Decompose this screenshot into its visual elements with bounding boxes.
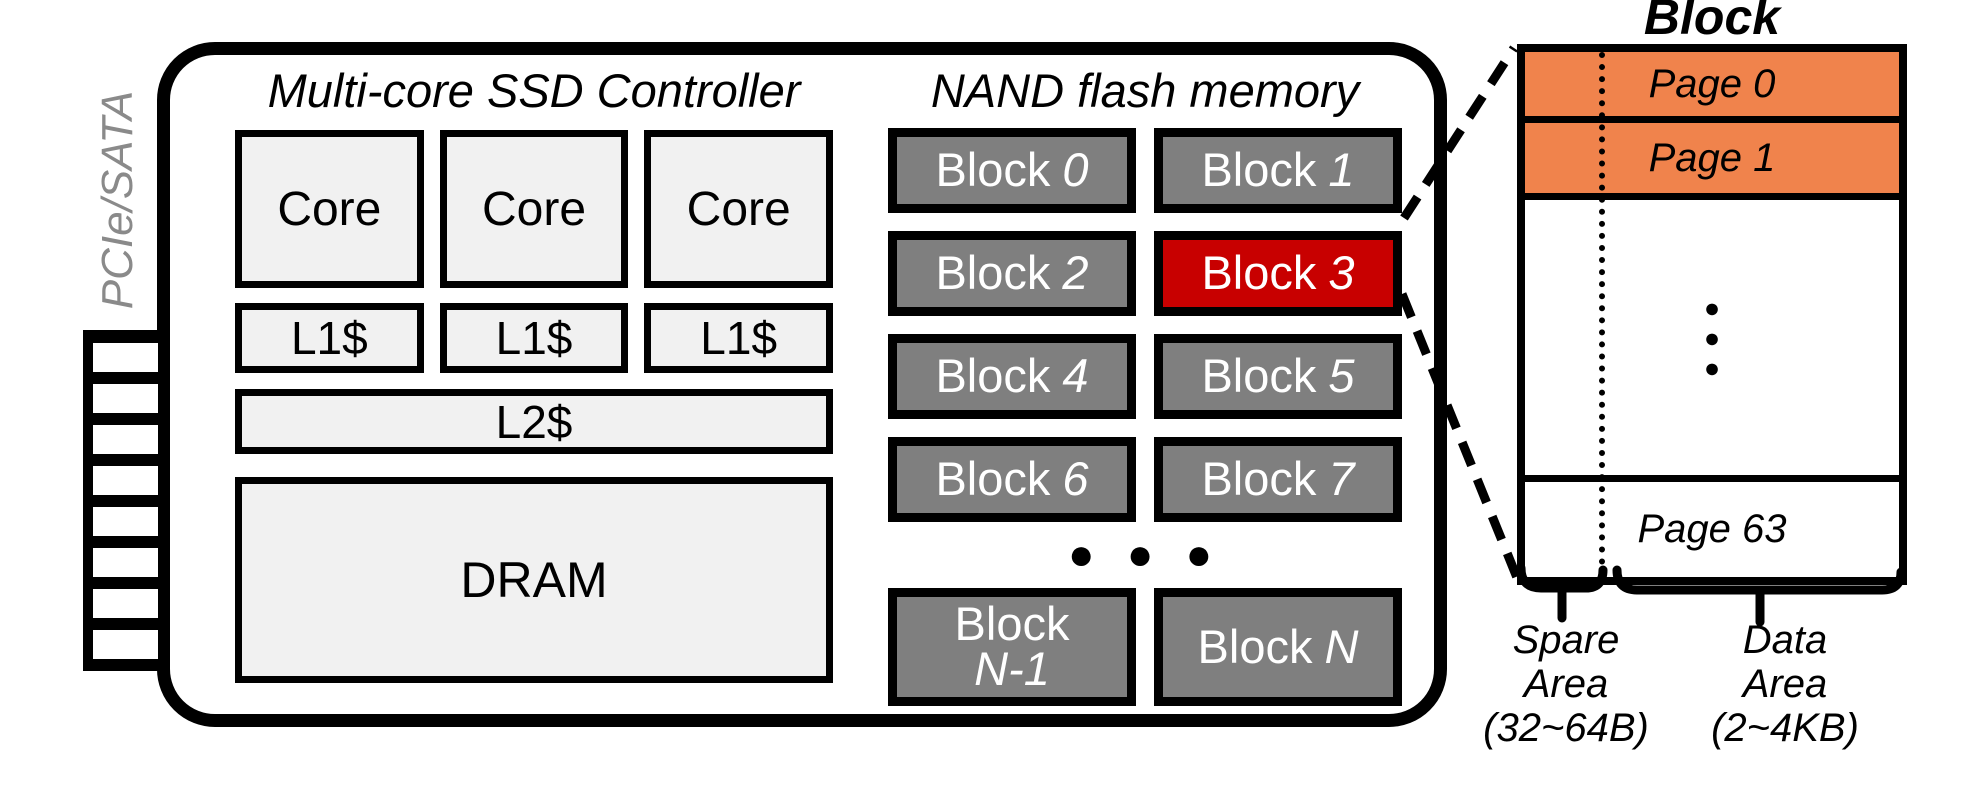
connector-pin [93, 548, 158, 577]
spare-area-label: Spare Area (32~64B) [1483, 618, 1649, 750]
block-detail-box: Page 0 Page 1 ● ● ● Page 63 [1517, 44, 1907, 585]
data-area-label: Data Area (2~4KB) [1711, 618, 1859, 750]
dram-box: DRAM [235, 477, 833, 683]
l2-cache-box: L2$ [235, 389, 833, 454]
connector-pin [93, 507, 158, 536]
connector-pin [93, 630, 158, 659]
connector-pin [93, 384, 158, 413]
core-box: Core [235, 130, 424, 288]
controller-title: Multi-core SSD Controller [267, 64, 801, 117]
pcie-sata-connector [83, 330, 170, 671]
connector-pin [93, 589, 158, 618]
core-box: Core [439, 130, 629, 288]
page-0-row: Page 0 [1525, 52, 1899, 123]
connector-pin [93, 466, 158, 495]
pages-ellipsis: ● ● ● [1703, 292, 1721, 383]
page-63-row: Page 63 [1525, 475, 1899, 577]
core-row: Core Core Core [235, 130, 834, 288]
pages-middle-area: ● ● ● [1525, 200, 1899, 475]
nand-blocks-ellipsis: ● ● ● [1067, 530, 1223, 579]
connector-pin [93, 343, 158, 372]
l1-cache-box: L1$ [235, 303, 424, 373]
core-box: Core [644, 130, 834, 288]
pcie-sata-label: PCIe/SATA [93, 90, 142, 310]
block-detail-title: Block [1643, 0, 1781, 45]
spare-data-divider-line [1599, 52, 1605, 577]
controller-section: Core Core Core L1$ L1$ L1$ L2$ DRAM [235, 130, 834, 683]
l1-cache-box: L1$ [439, 303, 629, 373]
l1-cache-box: L1$ [644, 303, 834, 373]
l1-cache-row: L1$ L1$ L1$ [235, 303, 834, 373]
connector-pin [93, 425, 158, 454]
nand-title: NAND flash memory [930, 64, 1360, 117]
page-1-row: Page 1 [1525, 123, 1899, 200]
